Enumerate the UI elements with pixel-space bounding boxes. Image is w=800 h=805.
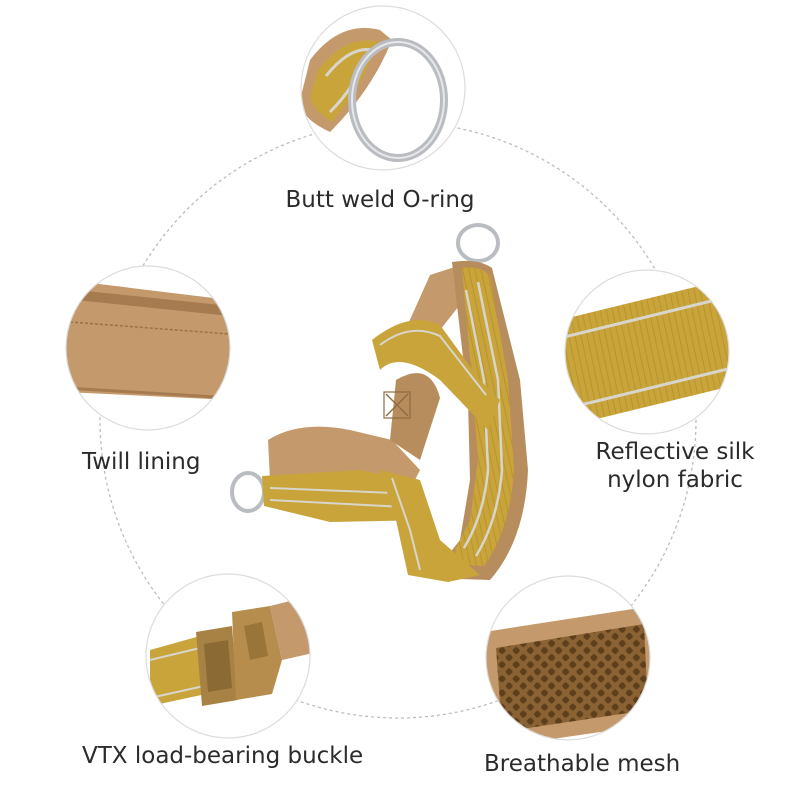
harness-image: [230, 223, 528, 582]
mesh-detail-photo: [485, 575, 651, 741]
oring-label: Butt weld O-ring: [285, 187, 475, 213]
twill-detail-photo: [65, 265, 231, 431]
mesh-label: Breathable mesh: [484, 751, 681, 777]
reflective-fabric-detail-photo: [564, 269, 730, 435]
buckle-detail-photo: [145, 573, 311, 739]
reflective-fabric-label: Reflective silk nylon fabric: [590, 438, 760, 494]
twill-lining-label: Twill lining: [82, 449, 201, 475]
reflective-label-line2: nylon fabric: [607, 467, 743, 493]
oring-detail-photo: [300, 5, 466, 171]
dashed-connector-circle: [99, 121, 697, 719]
buckle-label: VTX load-bearing buckle: [82, 743, 364, 769]
reflective-label-line1: Reflective silk: [595, 439, 755, 465]
